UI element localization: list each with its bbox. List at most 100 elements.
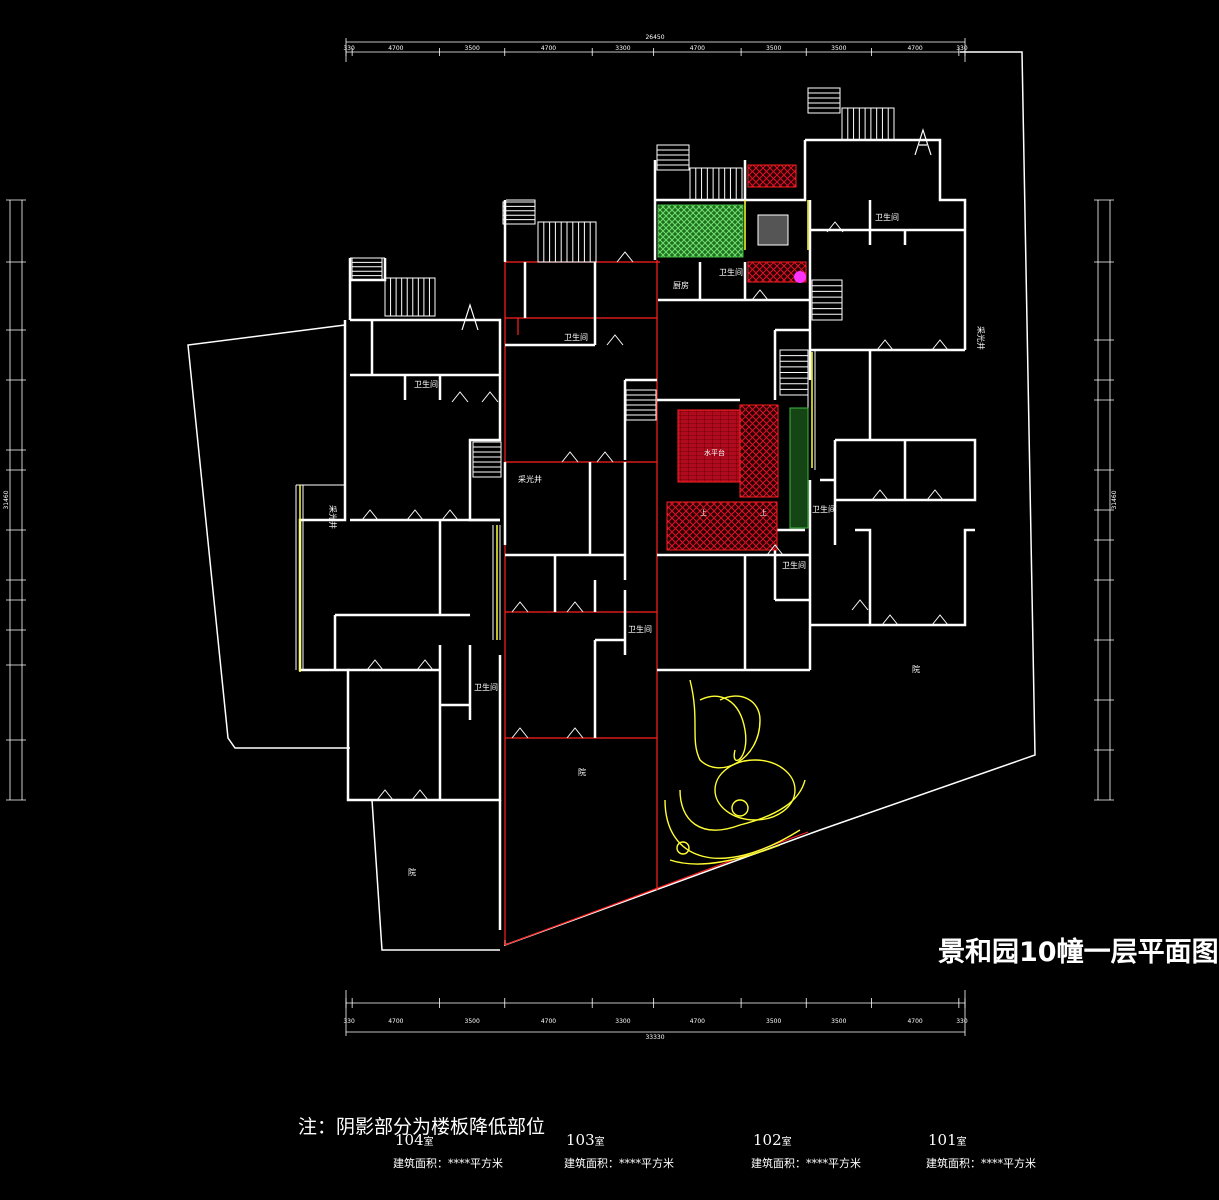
unit-104-number: 104 [395,1131,424,1149]
dim-left-total: 31460 [3,490,10,509]
door-swing [751,289,769,301]
unit-103-suffix: 室 [594,1137,605,1148]
door-swing [931,339,949,351]
unit-102-area: 建筑面积：****平方米 [751,1157,861,1170]
label-platform: 水平台 [704,448,725,457]
door-swing [851,599,869,611]
door-swing [566,601,584,613]
door-swing [881,614,899,626]
dim-right-total: 31460 [1111,490,1118,509]
dim-top-seg-0: 330 [343,45,355,52]
label-light-well-3: 采光井 [976,326,986,350]
walls [298,138,977,930]
door-swing [931,614,949,626]
stairs [351,87,895,478]
dim-top-seg-7: 3500 [831,45,846,52]
dim-bottom-seg-6: 3500 [766,1018,781,1025]
drawing-note: 注：阴影部分为楼板降低部位 [298,1116,546,1138]
unit-102: 102室 建筑面积：****平方米 [751,1130,861,1171]
vent-symbols [461,128,932,331]
door-swing [366,659,384,671]
red-lines [504,260,809,946]
dimension-lines: 330 4700 3500 4700 3300 4700 3500 3500 4700 330 3… [6,38,1114,1036]
unit-103-number: 103 [566,1131,595,1149]
door-swing [411,789,429,801]
drawing-title: 景和园10幢一层平面图 [938,937,1219,968]
dim-top-seg-3: 4700 [541,45,556,52]
yellow-wall-marks [299,200,813,672]
stair-flight [384,277,436,317]
door-swing [871,489,889,501]
door-swing [451,391,469,403]
door-swing [566,727,584,739]
unit-101-area: 建筑面积：****平方米 [926,1157,1036,1170]
dim-top-seg-2: 3500 [465,45,480,52]
unit-103: 103室 建筑面积：****平方米 [564,1130,674,1171]
label-bath-3: 卫生间 [719,267,743,277]
dim-bottom-seg-5: 4700 [690,1018,705,1025]
label-light-well-1: 采光井 [518,474,542,484]
door-swing [376,789,394,801]
door-swing [441,509,459,521]
dim-top-total: 26450 [645,34,664,41]
dim-bottom-seg-2: 3500 [465,1018,480,1025]
stair-flight [502,201,536,225]
label-yard-3: 院 [912,664,920,674]
door-swing [926,489,944,501]
door-swing [406,509,424,521]
dim-top-seg-6: 3500 [766,45,781,52]
unit-101-suffix: 室 [956,1137,967,1148]
door-swing [596,451,614,463]
unit-101: 101室 建筑面积：****平方米 [926,1130,1036,1171]
door-swing [826,221,844,233]
unit-104-area: 建筑面积：****平方米 [393,1157,503,1170]
door-swing [876,339,894,351]
stair-flight [472,441,502,478]
dim-bottom-seg-0: 330 [343,1018,355,1025]
dim-bottom-seg-8: 4700 [907,1018,922,1025]
door-swing [616,251,634,263]
unit-103-area: 建筑面积：****平方米 [564,1157,674,1170]
label-kitchen: 厨房 [673,280,689,290]
unit-104: 104室 建筑面积：****平方米 [393,1130,503,1171]
label-bath-1: 卫生间 [414,379,438,389]
door-swings [361,221,949,801]
dim-top-seg-5: 4700 [690,45,705,52]
stair-flight [811,279,843,321]
door-swing [511,727,529,739]
label-yard-2: 院 [578,767,586,777]
label-up-2: 上 [760,508,767,517]
label-bath-5: 卫生间 [812,504,836,514]
label-bath-6: 卫生间 [782,560,806,570]
door-swing [361,509,379,521]
dim-bottom-seg-7: 3500 [831,1018,846,1025]
garden-landscape [664,679,806,865]
label-bath-8: 卫生间 [474,682,498,692]
room-labels: 卫生间 卫生间 卫生间 卫生间 卫生间 卫生间 卫生间 卫生间 厨房 采光井 采… [328,212,986,877]
label-bath-7: 卫生间 [628,624,652,634]
label-bath-4: 卫生间 [875,212,899,222]
door-swing [606,334,624,346]
unit-102-number: 102 [753,1131,782,1149]
dim-top-seg-4: 3300 [615,45,630,52]
dim-top-seg-9: 330 [956,45,968,52]
door-swing [481,391,499,403]
label-bath-2: 卫生间 [564,332,588,342]
stair-flight [841,107,895,141]
stair-flight [656,144,690,171]
stair-flight [689,167,743,201]
stair-flight [351,257,383,281]
dim-bottom-seg-4: 3300 [615,1018,630,1025]
unit-101-number: 101 [928,1131,957,1149]
door-swing [766,544,784,556]
label-up-1: 上 [700,508,707,517]
door-swing [561,451,579,463]
unit-102-suffix: 室 [781,1137,792,1148]
label-yard-1: 院 [408,867,416,877]
stair-flight [807,87,841,114]
dim-bottom-seg-3: 4700 [541,1018,556,1025]
dim-bottom-total: 33330 [645,1034,664,1041]
door-swing [416,659,434,671]
label-light-well-2: 采光井 [328,505,338,529]
